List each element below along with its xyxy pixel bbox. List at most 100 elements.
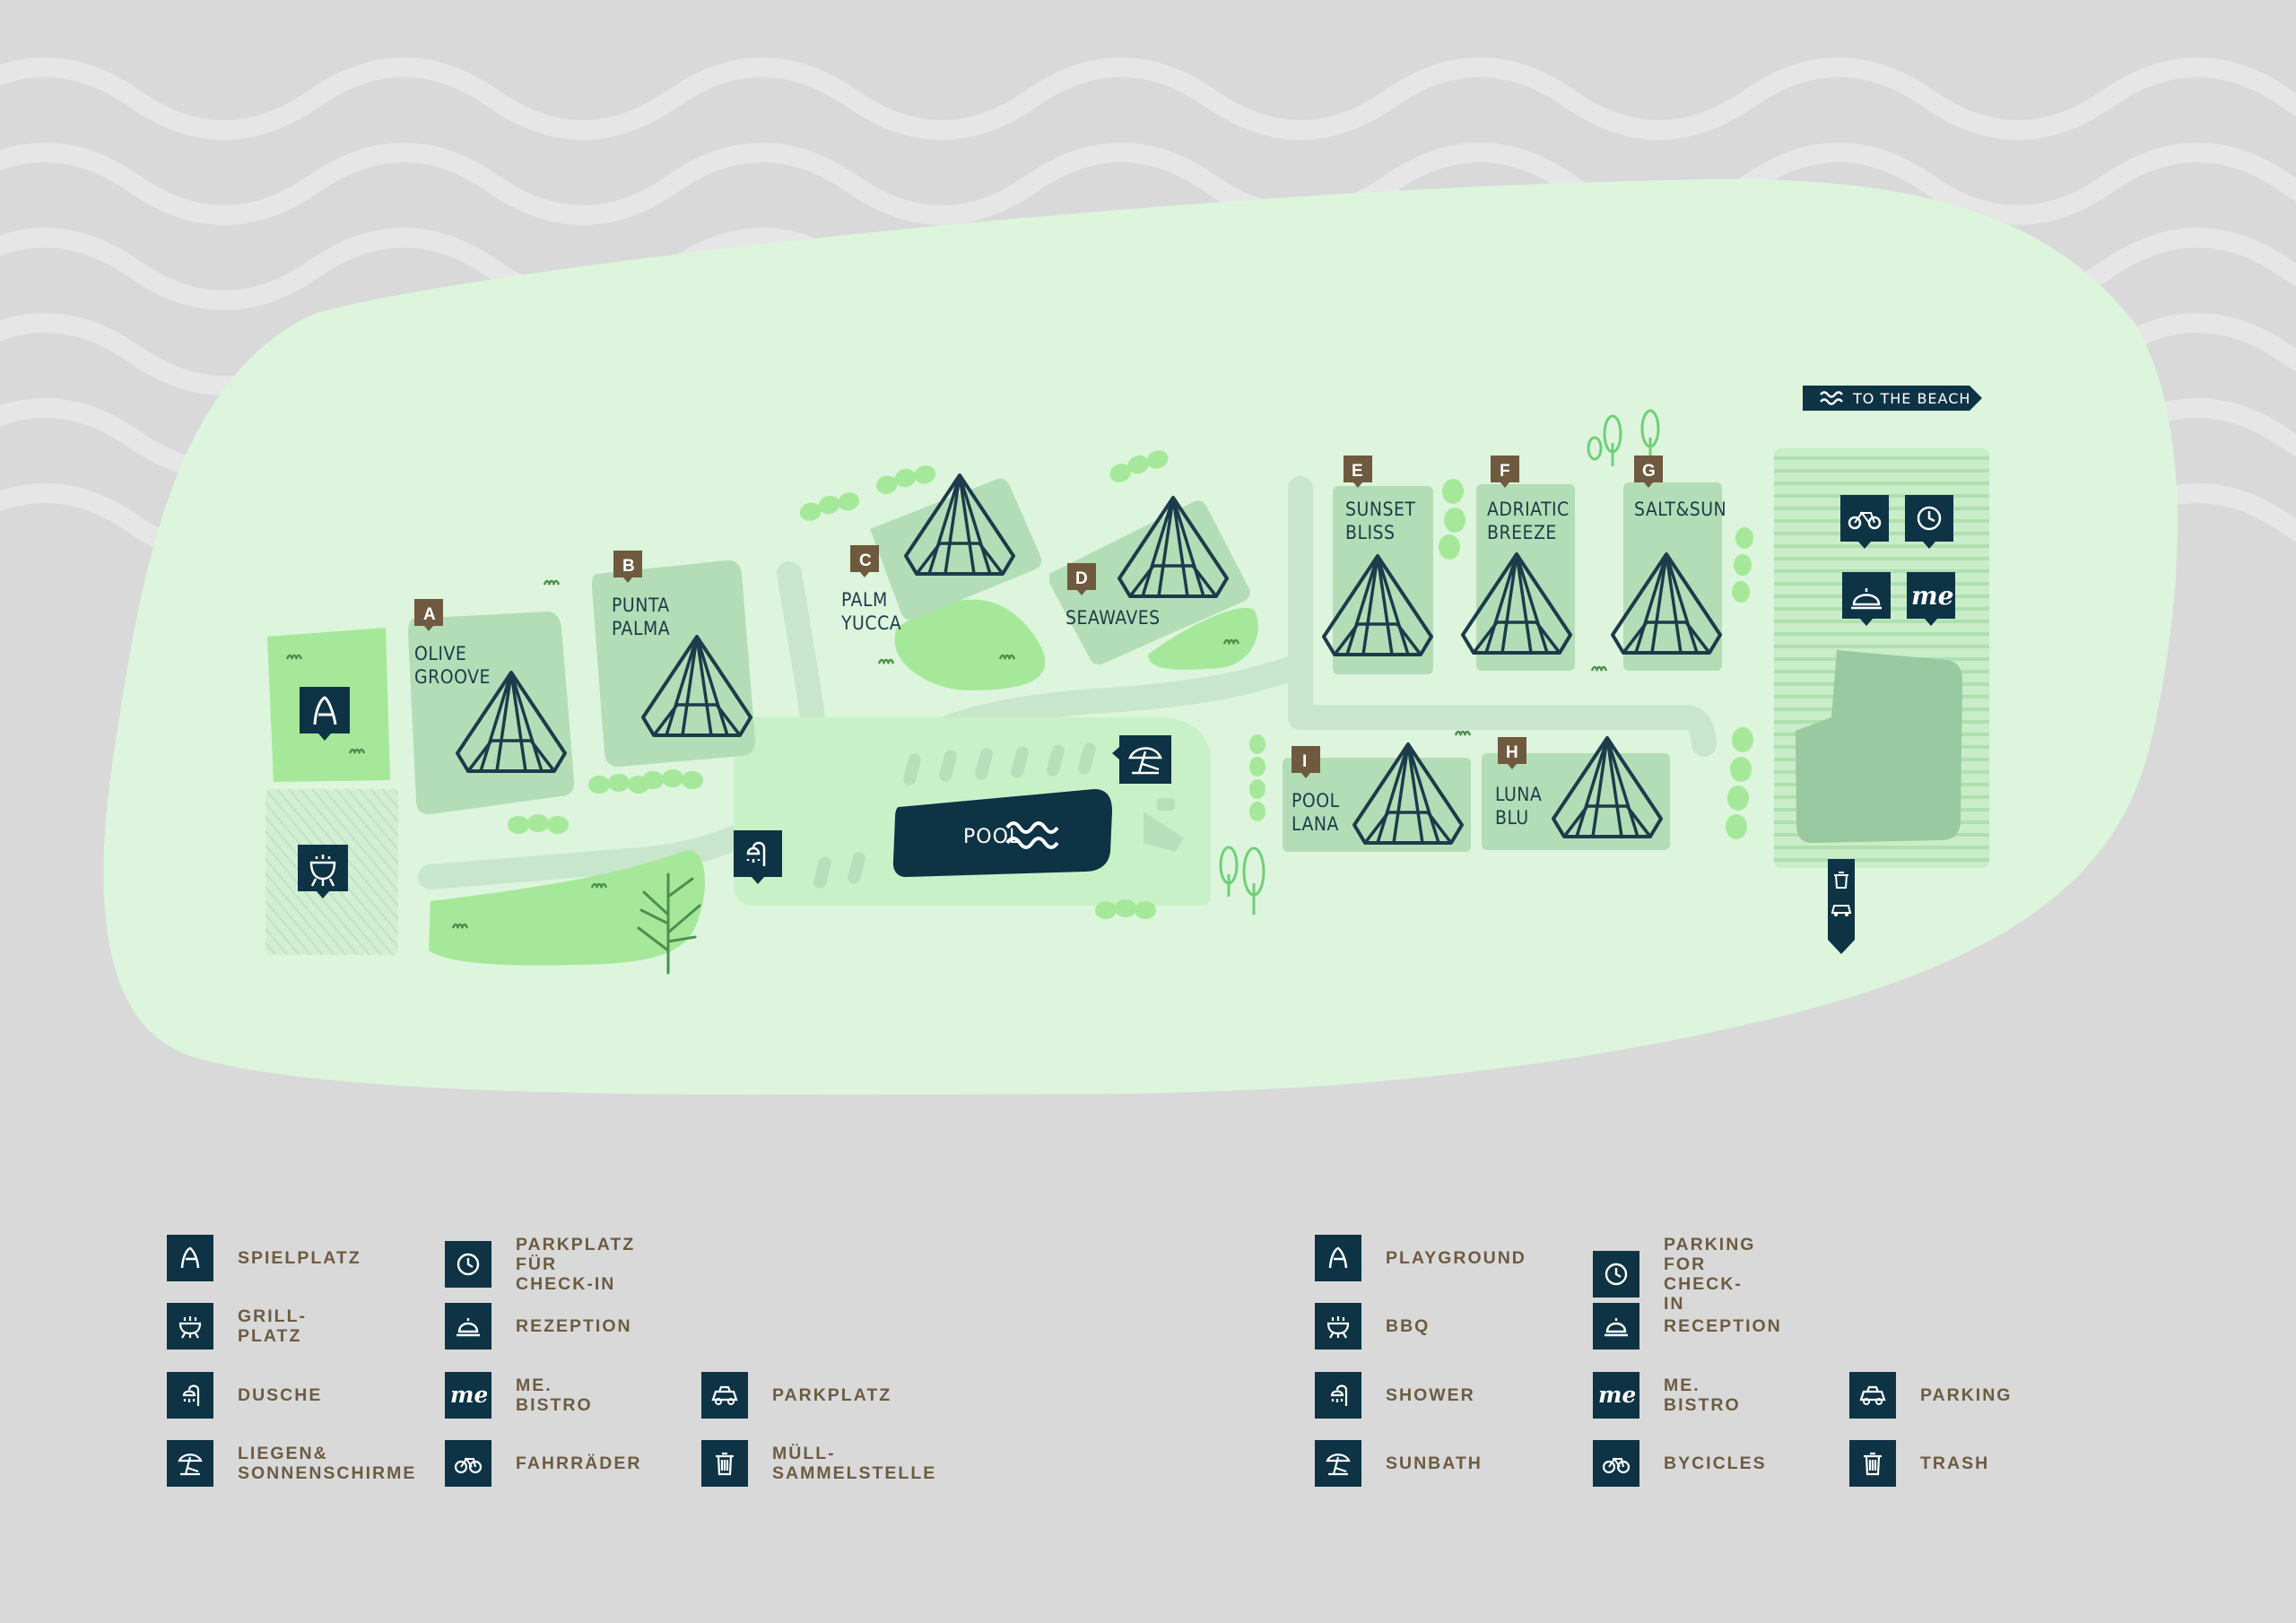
shower-marker[interactable]	[734, 830, 782, 884]
legend-item: me ME. BISTRO	[1593, 1372, 1741, 1419]
legend-label: PARKING FOR CHECK-IN	[1664, 1235, 1756, 1314]
legend-item: TRASH	[1849, 1440, 1989, 1487]
site-letter: I	[1302, 752, 1307, 771]
beach-sign-label: TO THE BEACH	[1852, 390, 1970, 407]
site-seawaves[interactable]: D SEAWAVES	[1065, 563, 1161, 629]
clock-icon	[1593, 1251, 1639, 1298]
legend-label: PARKPLATZ	[772, 1385, 892, 1405]
trash-icon	[701, 1440, 748, 1487]
bistro-logo: me	[1911, 581, 1953, 611]
parking-lot	[1796, 650, 1962, 843]
parking-check-in-marker[interactable]	[1905, 495, 1953, 549]
legend-item: SHOWER	[1315, 1372, 1475, 1419]
pool-label: POOL	[963, 826, 1021, 848]
parking-icon	[1849, 1372, 1896, 1419]
site-letter: D	[1075, 569, 1088, 588]
bistro-icon: me	[1593, 1372, 1639, 1419]
legend-item: LIEGEN& SONNENSCHIRME	[167, 1440, 416, 1487]
site-letter: F	[1500, 462, 1510, 481]
legend-label: RECEPTION	[1664, 1316, 1782, 1336]
bistro-icon: me	[445, 1372, 491, 1419]
bicycles-marker[interactable]	[1840, 495, 1889, 549]
legend-item: RECEPTION	[1593, 1303, 1782, 1350]
small-trees	[1219, 409, 1660, 915]
sunbath-icon	[1315, 1440, 1361, 1487]
sunbath-marker[interactable]	[1112, 735, 1171, 784]
bbq-icon	[1315, 1303, 1361, 1350]
legend-label: MÜLL-SAMMELSTELLE	[772, 1444, 937, 1483]
legend-label: ME. BISTRO	[516, 1376, 593, 1415]
reception-marker[interactable]	[1842, 572, 1891, 626]
shower-icon	[167, 1372, 213, 1419]
bistro-marker[interactable]: me	[1907, 572, 1955, 626]
legend-item: FAHRRÄDER	[445, 1440, 641, 1487]
legend-item: MÜLL-SAMMELSTELLE	[701, 1440, 936, 1487]
sunbath-icon	[167, 1440, 213, 1487]
reception-icon	[445, 1303, 491, 1350]
site-letter: E	[1352, 462, 1363, 481]
legend-label: LIEGEN& SONNENSCHIRME	[238, 1444, 417, 1483]
legend-label: PARKPLATZ FÜR CHECK-IN	[516, 1235, 636, 1294]
bicycles-icon	[445, 1440, 491, 1487]
site-name: SEAWAVES	[1065, 607, 1161, 629]
legend-item: BBQ	[1315, 1303, 1430, 1350]
site-letter: G	[1642, 462, 1656, 481]
legend-label: SUNBATH	[1386, 1454, 1483, 1473]
shower-icon	[1315, 1372, 1361, 1419]
site-letter: B	[622, 557, 635, 576]
trash-icon	[1849, 1440, 1896, 1487]
parking-icon	[701, 1372, 748, 1419]
bbq-icon	[167, 1303, 213, 1350]
playground-marker[interactable]	[300, 687, 350, 741]
legend-item: PARKING	[1849, 1372, 2012, 1419]
bbq-marker[interactable]	[298, 845, 348, 898]
beach-sign[interactable]: TO THE BEACH	[1803, 386, 1982, 411]
legend-label: DUSCHE	[238, 1385, 323, 1405]
legend-item: PARKPLATZ	[701, 1372, 891, 1419]
svg-text:me: me	[1598, 1382, 1635, 1408]
clock-icon	[445, 1241, 491, 1288]
legend-label: FAHRRÄDER	[516, 1454, 642, 1473]
legend-item: SPIELPLATZ	[167, 1235, 361, 1281]
legend-label: BYCICLES	[1664, 1454, 1767, 1473]
legend-item: BYCICLES	[1593, 1440, 1767, 1487]
site-letter: C	[859, 551, 872, 570]
legend-label: TRASH	[1920, 1454, 1990, 1473]
trash-parking-signpost[interactable]	[1828, 859, 1855, 954]
sunbeds	[813, 742, 1184, 889]
legend-item: PARKPLATZ FÜR CHECK-IN	[445, 1235, 635, 1294]
playground-icon	[167, 1235, 213, 1281]
legend-label: PLAYGROUND	[1386, 1248, 1526, 1268]
legend-label: SHOWER	[1386, 1385, 1475, 1405]
legend-label: GRILL-PLATZ	[238, 1306, 307, 1346]
site-salt-and-sun[interactable]: G SALT&SUN	[1634, 456, 1726, 520]
playground-icon	[1315, 1235, 1361, 1281]
bicycles-icon	[1593, 1440, 1639, 1487]
bushes	[508, 446, 1753, 919]
pool	[892, 789, 1112, 877]
legend-item: REZEPTION	[445, 1303, 632, 1350]
legend-label: ME. BISTRO	[1664, 1376, 1741, 1415]
legend-label: PARKING	[1920, 1385, 2013, 1405]
legend-label: BBQ	[1386, 1316, 1431, 1336]
legend-label: REZEPTION	[516, 1316, 632, 1336]
legend-item: GRILL-PLATZ	[167, 1303, 307, 1350]
tree	[637, 872, 701, 975]
svg-text:me: me	[450, 1382, 487, 1408]
legend-item: SUNBATH	[1315, 1440, 1483, 1487]
